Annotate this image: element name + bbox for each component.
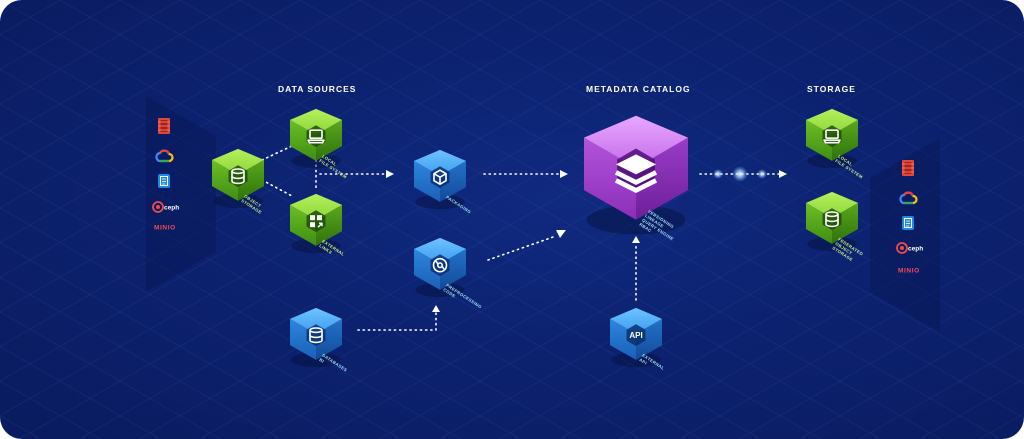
- connector-object-to-links: [261, 179, 293, 197]
- database-icon: [825, 211, 839, 228]
- heading-metadata-catalog: METADATA CATALOG: [586, 84, 691, 94]
- google-cloud-icon: [899, 191, 918, 205]
- arrow-to-preprocessing: [432, 305, 440, 312]
- glow-dots: [713, 166, 767, 182]
- laptop-icon: [823, 129, 841, 144]
- database-icon: [309, 327, 323, 344]
- node-label-line: BI: [318, 357, 325, 364]
- heading-storage: STORAGE: [807, 84, 856, 94]
- minio-icon: MINIO: [154, 225, 176, 232]
- layers-icon: [614, 154, 658, 193]
- minio-icon: MINIO: [898, 268, 920, 275]
- node-label-line: API: [638, 357, 648, 366]
- arrow-to-storage: [779, 170, 787, 178]
- aws-s3-icon: [902, 160, 914, 176]
- ceph-icon: ceph: [152, 201, 179, 213]
- package-icon: [433, 169, 447, 185]
- arrow-preprocessing-to-catalog: [556, 230, 566, 238]
- arrow-api-to-catalog: [632, 236, 640, 243]
- laptop-icon: [307, 129, 325, 144]
- right-provider-panel: [870, 138, 940, 332]
- connector-preprocessing-to-catalog: [487, 235, 557, 261]
- api-icon: API: [629, 331, 642, 340]
- azure-blob-icon: [158, 174, 170, 188]
- gear-cycle-icon: [432, 257, 448, 273]
- connector-databases-to-preprocessing: [357, 311, 437, 331]
- grid-link-icon: [310, 215, 323, 228]
- node-label-line: RBAC: [638, 222, 652, 234]
- ceph-label: ceph: [164, 205, 179, 212]
- arrow-to-catalog: [560, 170, 568, 178]
- minio-label: MINIO: [154, 225, 176, 232]
- minio-label: MINIO: [898, 268, 920, 275]
- node-label-line: CODE: [442, 287, 456, 299]
- google-cloud-icon: [155, 149, 174, 163]
- arrow-to-packaging: [386, 170, 394, 178]
- heading-data-sources: DATA SOURCES: [278, 84, 357, 94]
- ceph-label: ceph: [908, 246, 923, 253]
- database-icon: [231, 168, 245, 185]
- ceph-icon: ceph: [896, 242, 923, 254]
- azure-blob-icon: [902, 216, 914, 230]
- aws-s3-icon: [158, 118, 170, 134]
- left-provider-panel: [146, 96, 216, 292]
- connector-object-to-local: [261, 145, 293, 161]
